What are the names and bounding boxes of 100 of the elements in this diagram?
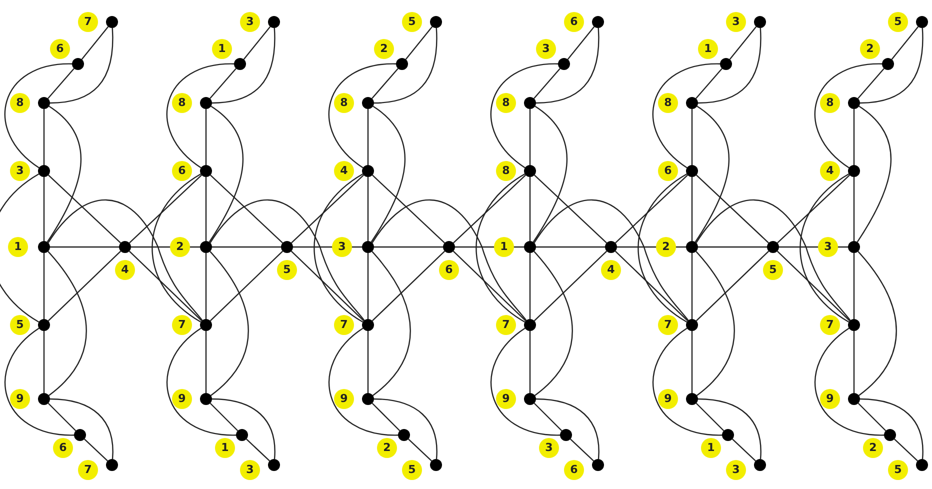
vertex-label: 9 bbox=[658, 389, 678, 409]
vertex-dot bbox=[200, 393, 212, 405]
graph-edge bbox=[166, 63, 234, 168]
graph-edge bbox=[372, 199, 527, 321]
graph-edge bbox=[405, 26, 433, 60]
graph-edge bbox=[452, 250, 526, 322]
vertex-label: 5 bbox=[888, 460, 908, 480]
graph-edge bbox=[205, 177, 207, 241]
graph-edge bbox=[455, 246, 524, 248]
vertex-label: 3 bbox=[536, 39, 556, 59]
graph-edge bbox=[490, 63, 558, 168]
vertex-dot bbox=[234, 58, 246, 70]
graph-edge bbox=[856, 106, 892, 242]
vertex-dot bbox=[686, 393, 698, 405]
graph-edge bbox=[43, 253, 45, 319]
graph-edge bbox=[696, 250, 770, 322]
vertex-label: 5 bbox=[402, 460, 422, 480]
vertex-label: 7 bbox=[78, 12, 98, 32]
graph-edge bbox=[374, 398, 438, 460]
vertex-label: 2 bbox=[656, 237, 676, 257]
vertex-dot bbox=[72, 58, 84, 70]
graph-edge bbox=[814, 63, 882, 168]
graph-edge bbox=[691, 253, 693, 319]
graph-edge bbox=[891, 26, 919, 60]
graph-edge bbox=[328, 63, 396, 168]
graph-edge bbox=[243, 26, 271, 60]
vertex-label: 9 bbox=[820, 389, 840, 409]
vertex-dot bbox=[558, 58, 570, 70]
graph-edge bbox=[814, 328, 884, 436]
graph-edge bbox=[534, 199, 689, 321]
vertex-dot bbox=[200, 97, 212, 109]
graph-edge bbox=[698, 246, 767, 248]
graph-edge bbox=[570, 438, 594, 462]
graph-edge bbox=[4, 63, 72, 168]
vertex-label: 3 bbox=[726, 12, 746, 32]
graph-edge bbox=[614, 250, 688, 322]
vertex-dot bbox=[884, 429, 896, 441]
graph-edge bbox=[43, 177, 45, 241]
vertex-label: 6 bbox=[439, 260, 459, 280]
vertex-label: 3 bbox=[10, 161, 30, 181]
graph-edge bbox=[212, 28, 276, 104]
graph-edge bbox=[534, 402, 562, 432]
graph-edge bbox=[374, 246, 443, 248]
vertex-dot bbox=[38, 165, 50, 177]
vertex-dot bbox=[524, 241, 536, 253]
graph-edge bbox=[776, 174, 850, 244]
vertex-label: 9 bbox=[172, 389, 192, 409]
vertex-label: 7 bbox=[334, 315, 354, 335]
vertex-dot bbox=[592, 459, 604, 471]
graph-edge bbox=[691, 177, 693, 241]
vertex-dot bbox=[200, 319, 212, 331]
vertex-label: 9 bbox=[496, 389, 516, 409]
vertex-dot bbox=[268, 459, 280, 471]
graph-edge bbox=[853, 109, 855, 165]
vertex-dot bbox=[848, 393, 860, 405]
graph-edge bbox=[293, 246, 362, 248]
graph-edge bbox=[534, 68, 560, 99]
graph-edge bbox=[779, 246, 848, 248]
graph-edge bbox=[128, 250, 202, 322]
vertex-dot bbox=[362, 97, 374, 109]
graph-edge bbox=[536, 398, 600, 460]
vertex-label: 2 bbox=[377, 438, 397, 458]
vertex-dot bbox=[524, 393, 536, 405]
vertex-dot bbox=[882, 58, 894, 70]
graph-edge bbox=[50, 398, 114, 460]
vertex-dot bbox=[38, 97, 50, 109]
graph-edge bbox=[776, 250, 850, 322]
graph-edge bbox=[48, 251, 87, 396]
vertex-dot bbox=[362, 393, 374, 405]
vertex-dot bbox=[916, 459, 928, 471]
vertex-dot bbox=[281, 241, 293, 253]
vertex-label: 3 bbox=[240, 460, 260, 480]
vertex-dot bbox=[720, 58, 732, 70]
vertex-dot bbox=[443, 241, 455, 253]
graph-edge bbox=[210, 199, 365, 321]
graph-edge bbox=[48, 68, 74, 99]
graph-edge bbox=[408, 438, 432, 462]
vertex-dot bbox=[686, 241, 698, 253]
graph-edge bbox=[370, 106, 406, 242]
vertex-label: 4 bbox=[334, 161, 354, 181]
vertex-label: 5 bbox=[402, 12, 422, 32]
vertex-dot bbox=[524, 97, 536, 109]
vertex-label: 4 bbox=[820, 161, 840, 181]
graph-edge bbox=[894, 438, 918, 462]
vertex-dot bbox=[396, 58, 408, 70]
graph-edge bbox=[691, 331, 693, 393]
graph-edge bbox=[374, 28, 438, 104]
graph-edge bbox=[534, 251, 573, 396]
vertex-label: 5 bbox=[10, 315, 30, 335]
vertex-label: 5 bbox=[277, 260, 297, 280]
graph-edge bbox=[212, 246, 281, 248]
vertex-dot bbox=[524, 165, 536, 177]
graph-edge bbox=[372, 251, 411, 396]
graph-edge bbox=[860, 28, 924, 104]
vertex-dot bbox=[362, 165, 374, 177]
vertex-dot bbox=[560, 429, 572, 441]
graph-edge bbox=[208, 106, 244, 242]
graph-edge bbox=[48, 250, 122, 322]
vertex-dot bbox=[848, 319, 860, 331]
graph-edge bbox=[210, 250, 284, 322]
